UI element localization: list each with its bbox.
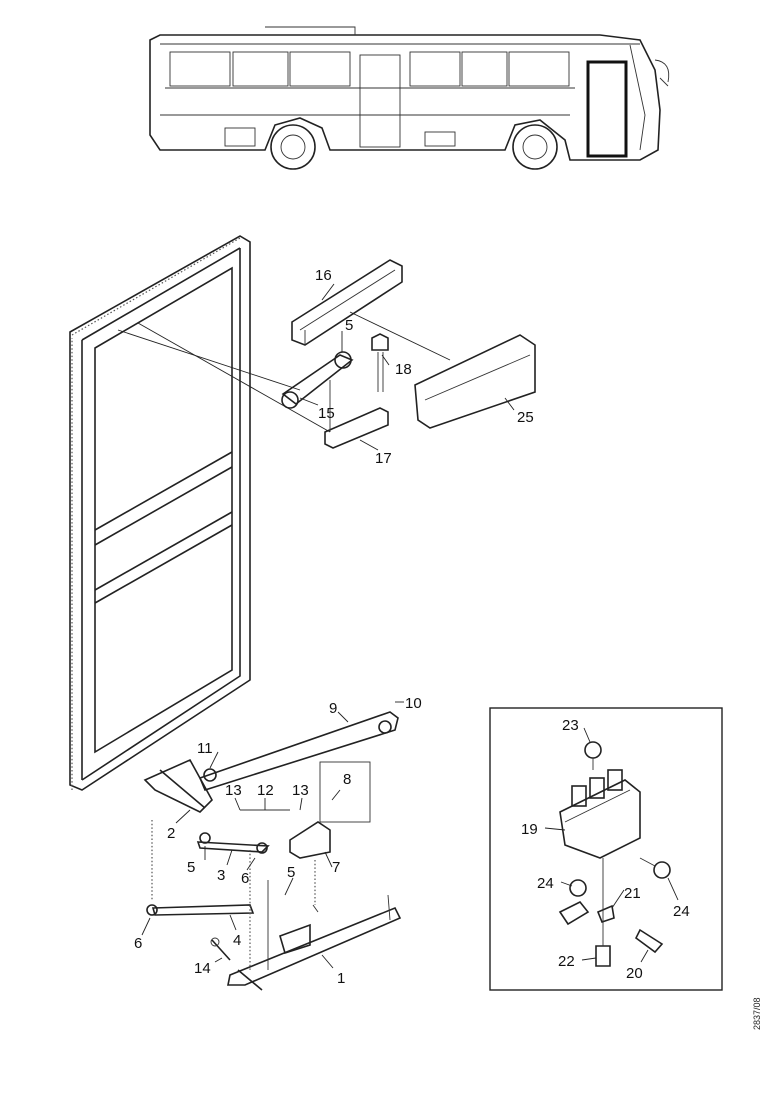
callout-labels: 1 2 3 4 5 5 5 6 6 7 8 9 10 11 12 13 13 1… bbox=[134, 267, 690, 987]
callout-11: 11 bbox=[197, 740, 213, 757]
callout-12: 12 bbox=[257, 782, 274, 799]
callout-24-left: 24 bbox=[537, 875, 554, 892]
callout-3: 3 bbox=[217, 867, 225, 884]
door-highlight bbox=[586, 60, 628, 158]
callout-2: 2 bbox=[167, 825, 175, 842]
callout-5-right: 5 bbox=[287, 864, 295, 881]
callout-5-left: 5 bbox=[187, 859, 195, 876]
upper-mechanism bbox=[117, 259, 536, 449]
leader-lines bbox=[141, 283, 679, 969]
callout-19: 19 bbox=[521, 821, 538, 838]
callout-22: 22 bbox=[558, 953, 575, 970]
callout-21: 21 bbox=[624, 885, 641, 902]
callout-24-right: 24 bbox=[673, 903, 690, 920]
callout-1: 1 bbox=[337, 970, 345, 987]
callout-8: 8 bbox=[343, 771, 351, 788]
callout-23: 23 bbox=[562, 717, 579, 734]
callout-15: 15 bbox=[318, 405, 335, 422]
drawing-reference-code: 2837/08 bbox=[752, 997, 762, 1030]
valve-inset bbox=[489, 707, 723, 991]
callout-4: 4 bbox=[233, 932, 241, 949]
door-frame bbox=[69, 235, 251, 791]
callout-5-upper: 5 bbox=[345, 317, 353, 334]
callout-6-left: 6 bbox=[134, 935, 142, 952]
callout-13-right: 13 bbox=[292, 782, 309, 799]
callout-18: 18 bbox=[395, 361, 412, 378]
callout-7: 7 bbox=[332, 859, 340, 876]
callout-6-middle: 6 bbox=[241, 870, 249, 887]
callout-20: 20 bbox=[626, 965, 643, 982]
callout-25: 25 bbox=[517, 409, 534, 426]
callout-13-left: 13 bbox=[225, 782, 242, 799]
inset-box bbox=[489, 707, 723, 991]
callout-17: 17 bbox=[375, 450, 392, 467]
lower-mechanism bbox=[143, 711, 402, 991]
callout-16: 16 bbox=[315, 267, 332, 284]
callout-10: 10 bbox=[405, 695, 422, 712]
callout-9: 9 bbox=[329, 700, 337, 717]
bus-overview-illustration bbox=[149, 26, 670, 170]
callout-14: 14 bbox=[194, 960, 211, 977]
